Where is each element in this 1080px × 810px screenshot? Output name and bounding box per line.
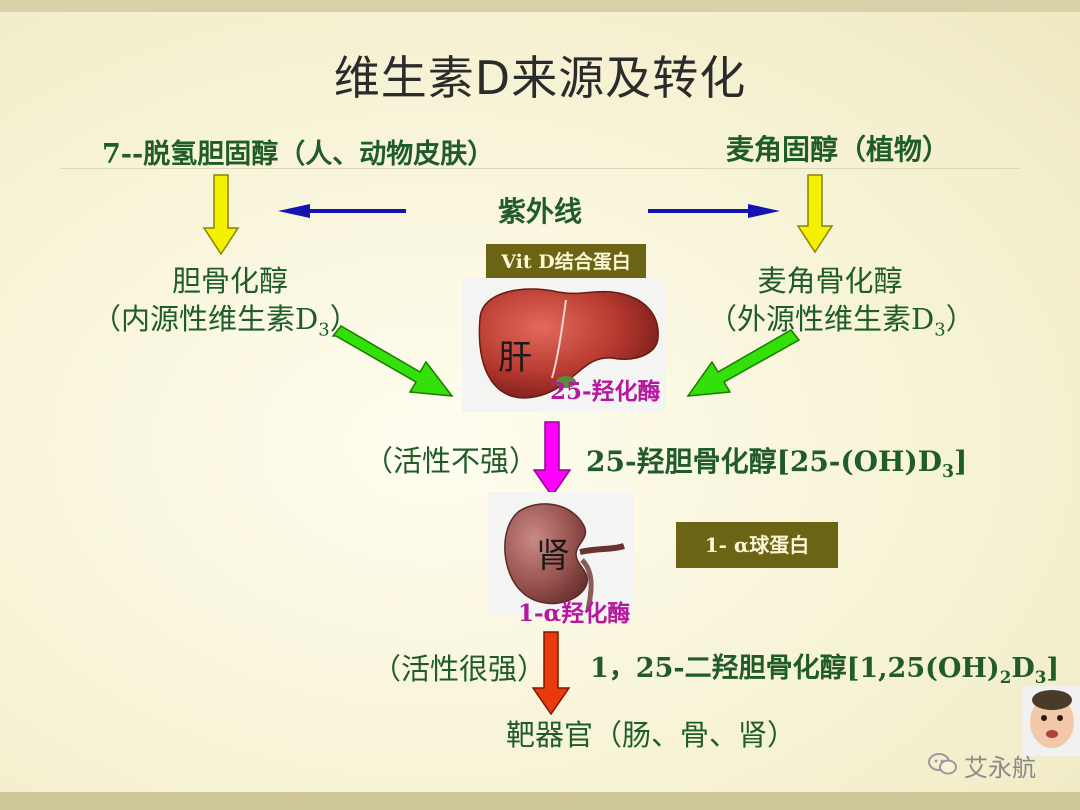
wechat-icon [928,753,957,775]
kidney-enzyme: 1-α羟化酶 [518,600,631,627]
liver-label: 肝 [498,338,532,378]
binding-protein-box: Vit D结合蛋白 [486,244,646,280]
step2-activity: （活性很强） [372,652,547,686]
globulin-box: 1- α球蛋白 [676,522,838,568]
slide-title: 维生素D来源及转化 [333,51,747,105]
child-photo [1022,686,1080,756]
liver-illustration [478,288,659,399]
liver-enzyme: 25-羟化酶 [550,378,661,405]
left-product-name: 胆骨化醇 [171,264,288,298]
watermark-text: 艾永航 [964,754,1036,782]
yellow-down-arrow-right [796,174,834,254]
left-product-desc: （内源性维生素D3） [92,302,359,341]
source-left: 7--脱氢胆固醇（人、动物皮肤） [102,139,495,170]
kidney-illustration [504,503,625,611]
target-organs: 靶器官（肠、骨、肾） [506,718,797,752]
step1-activity: （活性不强） [364,444,539,478]
blue-right-arrow [648,204,780,218]
step1-product: 25-羟胆骨化醇[25-(OH)D3] [586,445,968,483]
red-down-arrow [531,631,571,716]
liver-image [462,278,666,412]
kidney-label: 肾 [536,536,570,576]
green-arrow-right [686,329,801,397]
yellow-down-arrow-left [202,174,240,256]
magenta-down-arrow [532,421,572,498]
right-product-desc: （外源性维生素D3） [708,302,975,341]
step2-product: 1，25-二羟胆骨化醇[1,25(OH)2D3] [590,653,1060,687]
top-border-bar [0,0,1080,12]
uv-label: 紫外线 [498,195,583,228]
right-product-name: 麦角骨化醇 [757,264,903,298]
kidney-image [488,492,634,616]
divider-line [60,168,1020,169]
bottom-border-bar [0,792,1080,810]
green-arrow-left [331,325,454,397]
source-right: 麦角固醇（植物） [726,133,951,166]
blue-left-arrow [278,204,406,218]
